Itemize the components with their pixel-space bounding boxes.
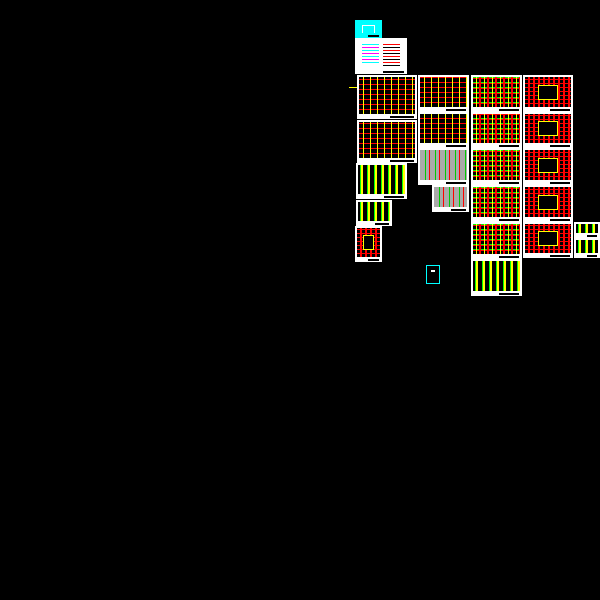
drawing-sheet-floor-plan[interactable]: [357, 120, 417, 163]
sheet-drawing-area: [576, 240, 598, 253]
sheet-title-strip: [498, 219, 519, 221]
drawing-sheet-structural-plan[interactable]: [418, 75, 469, 112]
drawing-sheet-beam-plan[interactable]: [471, 112, 522, 148]
drawing-sheet-column-details[interactable]: [356, 200, 392, 226]
sheet-title-strip: [383, 196, 404, 198]
drawing-sheet-beam-plan[interactable]: [471, 185, 522, 222]
sheet-title-strip: [550, 219, 570, 221]
sheet-title-strip: [383, 71, 404, 73]
drawing-sheet-stair-details[interactable]: [574, 238, 600, 258]
leader-line: [349, 87, 357, 88]
sheet-drawing-area: [473, 150, 520, 180]
sheet-title-strip: [445, 182, 466, 184]
sheet-drawing-area: [357, 228, 380, 257]
sheet-title-strip: [374, 223, 389, 225]
sheet-title-strip: [550, 255, 570, 257]
sheet-title-strip: [368, 35, 379, 37]
sheet-drawing-area: [525, 224, 571, 253]
drawing-sheet-beam-details[interactable]: [471, 259, 522, 296]
sheet-drawing-area: [434, 187, 467, 207]
sheet-drawing-area: [473, 224, 520, 254]
sheet-title-strip: [451, 209, 466, 211]
sheet-drawing-area: [473, 187, 520, 217]
sheet-drawing-area: [420, 114, 467, 143]
sheet-drawing-area: [359, 77, 415, 114]
sheet-drawing-area: [525, 77, 571, 107]
drawing-sheet-slab-plan[interactable]: [523, 112, 573, 148]
drawing-sheet-beam-plan[interactable]: [471, 148, 522, 185]
sheet-title-strip: [550, 182, 570, 184]
sheet-drawing-area: [420, 77, 467, 107]
sheet-drawing-area: [420, 150, 467, 180]
drawing-sheet-section-details[interactable]: [418, 148, 469, 185]
sheet-title-strip: [445, 109, 466, 111]
drawing-sheet-title-block[interactable]: [355, 20, 382, 38]
sheet-title-strip: [498, 256, 519, 258]
sheet-title-strip: [586, 235, 597, 237]
drawing-sheet-beam-plan[interactable]: [471, 222, 522, 259]
sheet-drawing-area: [576, 224, 598, 233]
sheet-drawing-area: [358, 165, 405, 194]
sheet-drawing-area: [357, 22, 380, 33]
drawing-sheet-slab-plan[interactable]: [523, 75, 573, 112]
sheet-title-strip: [550, 145, 570, 147]
drawing-sheet-slab-plan[interactable]: [523, 148, 573, 185]
drawing-sheet-floor-plan[interactable]: [357, 75, 417, 119]
sheet-title-strip: [368, 259, 379, 261]
sheet-drawing-area: [429, 268, 437, 278]
sheet-drawing-area: [358, 202, 390, 221]
sheet-drawing-area: [473, 261, 520, 291]
sheet-drawing-area: [525, 114, 571, 143]
sheet-title-strip: [445, 145, 466, 147]
sheet-drawing-area: [525, 150, 571, 180]
sheet-drawing-area: [525, 187, 571, 217]
drawing-sheet-partial-plan[interactable]: [355, 226, 382, 262]
sheet-title-strip: [390, 116, 414, 118]
sheet-drawing-area: [473, 114, 520, 143]
sheet-title-strip: [550, 109, 570, 111]
sheet-title-strip: [498, 182, 519, 184]
sheet-title-strip: [390, 160, 414, 162]
drawing-sheet-legend-block[interactable]: [426, 265, 440, 284]
drawing-sheet-structural-plan[interactable]: [418, 112, 469, 148]
drawing-sheet-stair-details[interactable]: [574, 222, 600, 238]
sheet-drawing-area: [359, 122, 415, 158]
drawing-sheet-column-details[interactable]: [356, 163, 407, 199]
drawing-sheet-beam-plan[interactable]: [471, 75, 522, 112]
sheet-drawing-area: [357, 40, 405, 69]
drawing-sheet-design-notes[interactable]: [355, 38, 407, 74]
sheet-title-strip: [498, 145, 519, 147]
drawing-sheet-section-details[interactable]: [432, 185, 469, 212]
sheet-drawing-area: [473, 77, 520, 107]
sheet-title-strip: [498, 109, 519, 111]
drawing-sheet-slab-plan[interactable]: [523, 222, 573, 258]
drawing-sheet-slab-plan[interactable]: [523, 185, 573, 222]
sheet-title-strip: [431, 280, 436, 282]
sheet-title-strip: [586, 255, 597, 257]
sheet-title-strip: [498, 293, 519, 295]
